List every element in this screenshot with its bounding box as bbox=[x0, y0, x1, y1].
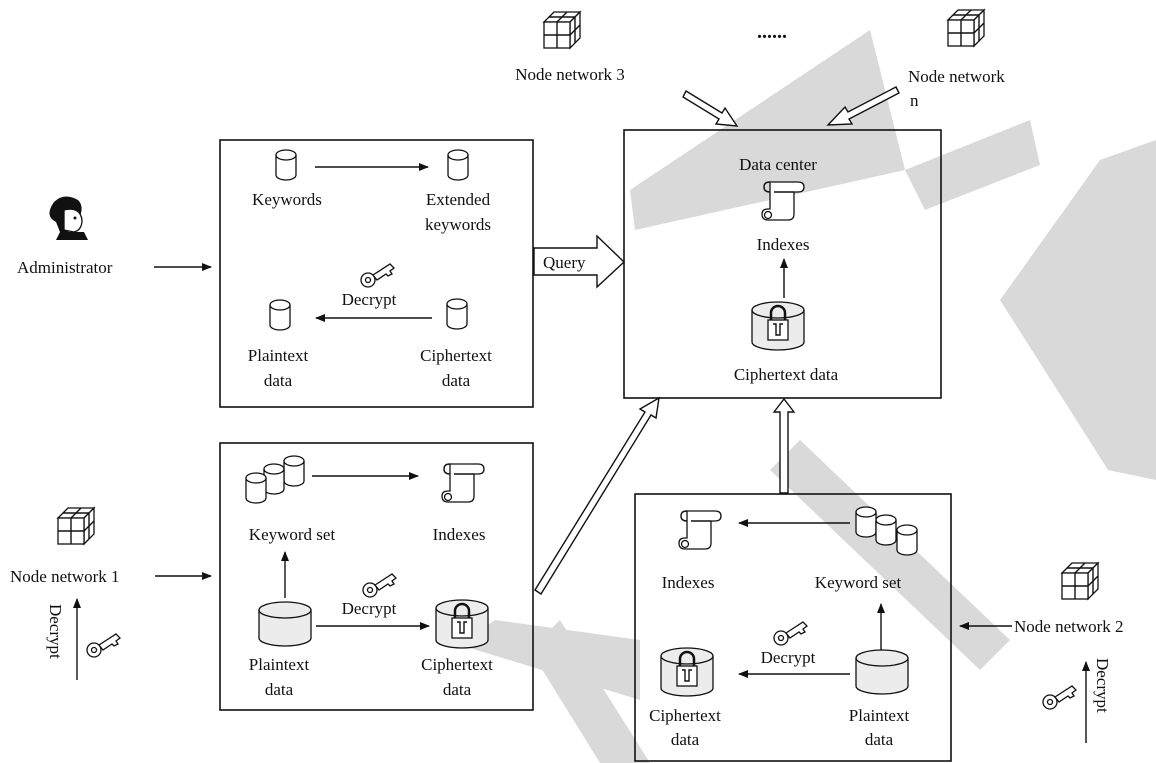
arrow-noden-to-datacenter bbox=[826, 86, 900, 126]
node1-ciphertext-label: Ciphertext bbox=[421, 655, 493, 674]
node2-locked-database-icon bbox=[659, 646, 715, 698]
arrow-node3-to-datacenter bbox=[682, 90, 739, 127]
person-icon bbox=[49, 196, 88, 240]
query-label: Query bbox=[543, 253, 586, 272]
node1-keyword-set-label: Keyword set bbox=[249, 525, 336, 544]
node1-plaintext-database-icon bbox=[258, 601, 312, 647]
extended-label-2: keywords bbox=[425, 215, 491, 234]
node-network-n-label-2: n bbox=[910, 91, 919, 110]
node1-plaintext-label-2: data bbox=[265, 680, 294, 699]
arrow-node1-to-datacenter bbox=[534, 396, 660, 595]
node1-indexes-scroll-icon bbox=[441, 463, 485, 503]
node1-side-key-icon bbox=[86, 633, 121, 658]
node2-plaintext-label-2: data bbox=[865, 730, 894, 749]
node1-keyword-set-database-icon bbox=[245, 455, 305, 504]
node2-decrypt-label: Decrypt bbox=[1093, 658, 1112, 713]
node2-ciphertext-label-2: data bbox=[671, 730, 700, 749]
node1-decrypt-label-box: Decrypt bbox=[342, 599, 397, 618]
keywords-label: Keywords bbox=[252, 190, 322, 209]
ciphertext-database-icon bbox=[446, 298, 468, 330]
arrow-node2-to-datacenter bbox=[772, 397, 796, 494]
keywords-database-icon bbox=[275, 149, 297, 181]
node2-keyword-set-label: Keyword set bbox=[815, 573, 902, 592]
node-network-n-label: Node network bbox=[908, 67, 1005, 86]
ellipsis: ...... bbox=[757, 21, 787, 43]
node-network-3-cube-icon bbox=[543, 11, 581, 49]
node2-box bbox=[634, 493, 952, 762]
extended-keywords-database-icon bbox=[447, 149, 469, 181]
node1-plaintext-label: Plaintext bbox=[249, 655, 310, 674]
node-network-3-label: Node network 3 bbox=[515, 65, 625, 84]
node2-ciphertext-label: Ciphertext bbox=[649, 706, 721, 725]
data-center-title: Data center bbox=[739, 155, 817, 174]
node2-plaintext-database-icon bbox=[855, 649, 909, 695]
admin-plaintext-label: Plaintext bbox=[248, 346, 309, 365]
admin-ciphertext-label: Ciphertext bbox=[420, 346, 492, 365]
admin-key-icon bbox=[360, 263, 395, 288]
admin-box bbox=[219, 139, 534, 408]
node2-plaintext-label: Plaintext bbox=[849, 706, 910, 725]
node-network-2-label: Node network 2 bbox=[1014, 617, 1124, 636]
admin-decrypt-label: Decrypt bbox=[342, 290, 397, 309]
node-network-2-cube-icon bbox=[1061, 562, 1099, 600]
node2-side-key-icon bbox=[1042, 685, 1077, 710]
data-center-box bbox=[623, 129, 942, 399]
node1-indexes-label: Indexes bbox=[433, 525, 486, 544]
node1-locked-database-icon bbox=[434, 598, 490, 650]
administrator-label: Administrator bbox=[17, 258, 113, 277]
node2-decrypt-label-box: Decrypt bbox=[761, 648, 816, 667]
extended-label: Extended bbox=[426, 190, 491, 209]
node1-box bbox=[219, 442, 534, 711]
datacenter-ciphertext-label: Ciphertext data bbox=[734, 365, 839, 384]
node-network-n-cube-icon bbox=[947, 9, 985, 47]
node1-ciphertext-label-2: data bbox=[443, 680, 472, 699]
datacenter-indexes-label: Indexes bbox=[757, 235, 810, 254]
node2-key-icon bbox=[773, 621, 808, 646]
node2-indexes-scroll-icon bbox=[678, 510, 722, 550]
watermark bbox=[460, 30, 1156, 763]
node1-key-icon bbox=[362, 573, 397, 598]
query-arrow bbox=[533, 234, 626, 289]
admin-ciphertext-label-2: data bbox=[442, 371, 471, 390]
plaintext-database-icon bbox=[269, 299, 291, 331]
datacenter-locked-database-icon bbox=[750, 300, 806, 352]
admin-plaintext-label-2: data bbox=[264, 371, 293, 390]
node-network-1-cube-icon bbox=[57, 507, 95, 545]
node-network-1-label: Node network 1 bbox=[10, 567, 120, 586]
node1-decrypt-label: Decrypt bbox=[46, 604, 65, 659]
node2-indexes-label: Indexes bbox=[662, 573, 715, 592]
